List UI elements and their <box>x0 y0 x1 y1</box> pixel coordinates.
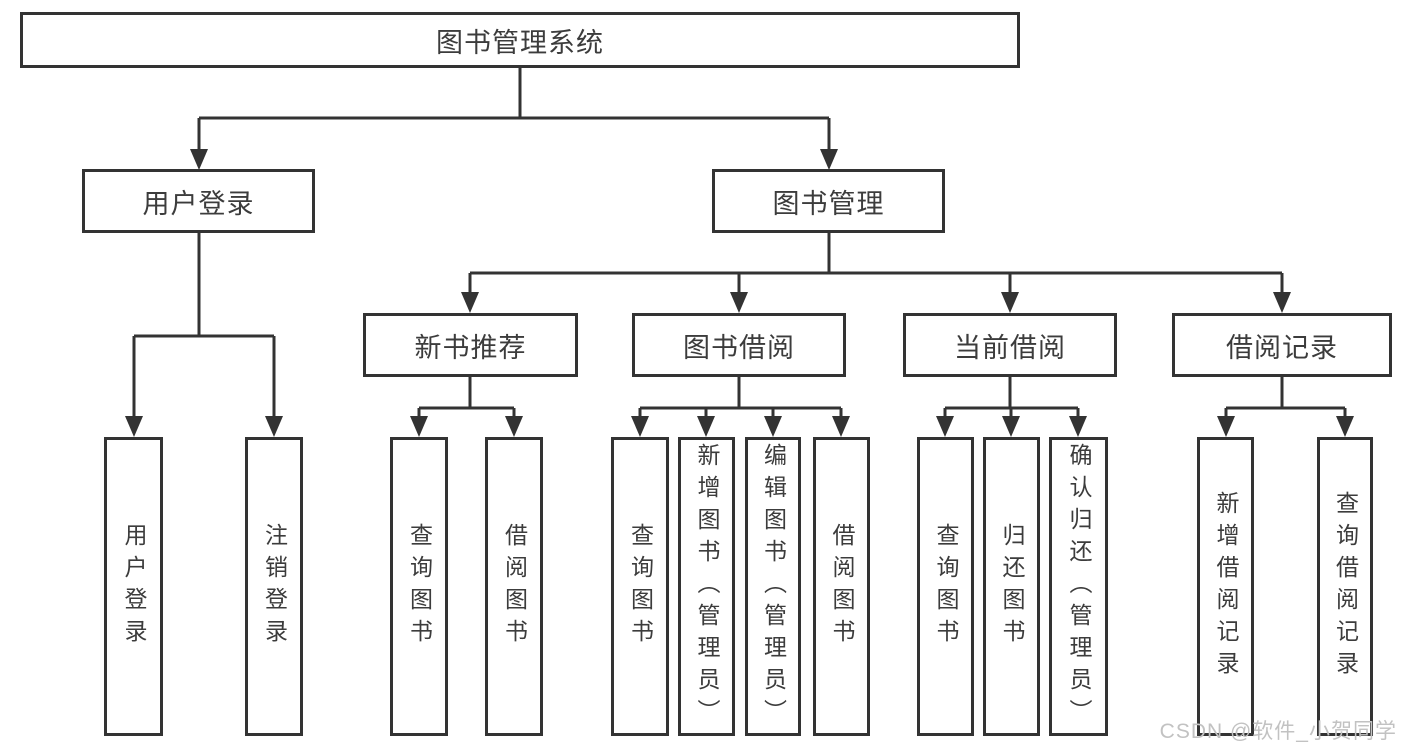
node-new-book-recommend-label: 新书推荐 <box>414 332 527 363</box>
leaf-return-books: 归还图书 <box>983 437 1040 736</box>
node-borrow-records-label: 借阅记录 <box>1226 332 1338 363</box>
node-current-borrow: 当前借阅 <box>903 313 1117 377</box>
leaf-query-books-current-label: 查询图书 <box>933 522 959 651</box>
node-user-login: 用户登录 <box>82 169 315 233</box>
leaf-add-books-admin: 新增图书（管理员） <box>678 437 735 736</box>
leaf-borrow-books-label: 借阅图书 <box>829 522 855 651</box>
leaf-query-books-recommend-label: 查询图书 <box>406 522 433 651</box>
node-book-management-label: 图书管理 <box>772 188 885 219</box>
leaf-logout-label: 注销登录 <box>261 522 288 651</box>
leaf-query-books-recommend: 查询图书 <box>390 437 448 736</box>
leaf-query-books-borrow: 查询图书 <box>611 437 669 736</box>
leaf-return-books-label: 归还图书 <box>999 522 1025 651</box>
node-current-borrow-label: 当前借阅 <box>954 332 1066 363</box>
node-book-borrow-label: 图书借阅 <box>683 332 795 363</box>
leaf-borrow-books-recommend: 借阅图书 <box>485 437 543 736</box>
node-book-management: 图书管理 <box>712 169 945 233</box>
leaf-user-login-label: 用户登录 <box>121 522 147 651</box>
leaf-edit-books-admin: 编辑图书（管理员） <box>745 437 801 736</box>
node-library-system: 图书管理系统 <box>20 12 1020 68</box>
node-library-system-label: 图书管理系统 <box>436 27 604 58</box>
leaf-borrow-books: 借阅图书 <box>813 437 870 736</box>
leaf-borrow-books-recommend-label: 借阅图书 <box>501 522 528 651</box>
leaf-add-borrow-record-label: 新增借阅记录 <box>1213 490 1239 683</box>
leaf-confirm-return-admin-label: 确认归还（管理员） <box>1066 442 1092 731</box>
leaf-add-books-admin-label: 新增图书（管理员） <box>694 442 720 731</box>
leaf-query-books-borrow-label: 查询图书 <box>627 522 654 651</box>
leaf-user-login: 用户登录 <box>104 437 163 736</box>
node-book-borrow: 图书借阅 <box>632 313 846 377</box>
leaf-query-borrow-record: 查询借阅记录 <box>1317 437 1373 736</box>
leaf-edit-books-admin-label: 编辑图书（管理员） <box>760 442 787 731</box>
leaf-logout: 注销登录 <box>245 437 303 736</box>
leaf-add-borrow-record: 新增借阅记录 <box>1197 437 1254 736</box>
leaf-query-books-current: 查询图书 <box>917 437 974 736</box>
node-new-book-recommend: 新书推荐 <box>363 313 578 377</box>
leaf-confirm-return-admin: 确认归还（管理员） <box>1049 437 1108 736</box>
node-user-login-label: 用户登录 <box>142 188 255 219</box>
node-borrow-records: 借阅记录 <box>1172 313 1392 377</box>
leaf-query-borrow-record-label: 查询借阅记录 <box>1332 490 1359 683</box>
arrowheads <box>125 149 1354 437</box>
